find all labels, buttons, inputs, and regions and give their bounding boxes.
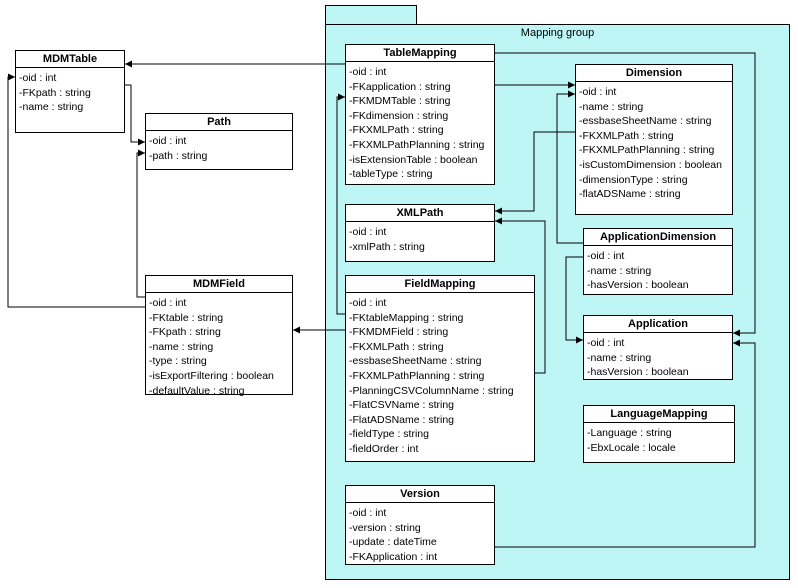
class-attribute: -path : string bbox=[149, 149, 208, 162]
class-attribute: -tableType : string bbox=[349, 168, 433, 181]
class-attribute: -essbaseSheetName : string bbox=[579, 115, 712, 128]
class-attribute: -name : string bbox=[579, 100, 644, 113]
class-attribute: -FKXMLPath : string bbox=[349, 124, 444, 137]
class-attributes: -oid : int -FKtable : string -FKpath : str… bbox=[146, 293, 292, 398]
class-attribute: -oid : int bbox=[349, 297, 387, 309]
relationship-mdmfield-to-path bbox=[136, 149, 145, 298]
class-attribute: -name : string bbox=[587, 264, 652, 277]
class-attribute: -defaultValue : string bbox=[149, 384, 245, 397]
class-attribute: -FKApplication : int bbox=[349, 550, 438, 563]
class-attribute: -FlatADSName : string bbox=[349, 413, 455, 426]
class-box-path: Path -oid : int -path : string bbox=[145, 113, 293, 170]
class-attribute: -fieldOrder : int bbox=[349, 442, 419, 455]
class-attributes: -oid : int -name : string -hasVersion : bo… bbox=[584, 333, 732, 380]
class-attribute: -isCustomDimension : boolean bbox=[579, 158, 722, 171]
class-attribute: -Language : string bbox=[587, 427, 672, 439]
class-box-languagemapping: LanguageMapping -Language : string -EbxLo… bbox=[583, 405, 735, 463]
class-box-application: Application -oid : int -name : string -has… bbox=[583, 315, 733, 380]
class-attributes: -oid : int -name : string -essbaseSheetNam… bbox=[576, 82, 732, 202]
class-attribute: -oid : int bbox=[587, 250, 625, 262]
class-attribute: -hasVersion : boolean bbox=[587, 366, 689, 379]
class-attributes: -oid : int -name : string -hasVersion : bo… bbox=[584, 246, 732, 293]
class-attribute: -name : string bbox=[19, 101, 84, 114]
class-title: FieldMapping bbox=[346, 276, 534, 293]
class-attribute: -update : dateTime bbox=[349, 536, 437, 549]
class-box-fieldmapping: FieldMapping -oid : int -FKtableMapping :… bbox=[345, 275, 535, 462]
class-attribute: -version : string bbox=[349, 521, 421, 534]
relationship-mdmtable-to-path bbox=[125, 84, 145, 146]
class-title: XMLPath bbox=[346, 205, 494, 222]
class-attribute: -oid : int bbox=[587, 337, 625, 349]
class-attribute: -FKMDMField : string bbox=[349, 326, 449, 339]
class-box-version: Version -oid : int -version : string -upda… bbox=[345, 485, 495, 565]
class-attribute: -oid : int bbox=[579, 86, 617, 98]
class-attributes: -Language : string -EbxLocale : locale bbox=[584, 423, 734, 455]
class-attribute: -FKdimension : string bbox=[349, 109, 449, 122]
class-attributes: -oid : int -xmlPath : string bbox=[346, 222, 494, 254]
class-attribute: -FKXMLPathPlanning : string bbox=[349, 138, 485, 151]
class-attribute: -FKtable : string bbox=[149, 311, 224, 324]
class-attribute: -FKXMLPath : string bbox=[579, 129, 674, 142]
class-attribute: -oid : int bbox=[19, 72, 57, 84]
class-title: Version bbox=[346, 486, 494, 503]
class-box-tablemapping: TableMapping -oid : int -FKapplication : … bbox=[345, 44, 495, 185]
class-attribute: -isExtensionTable : boolean bbox=[349, 153, 478, 166]
class-attribute: -FKXMLPathPlanning : string bbox=[349, 369, 485, 382]
class-box-xmlpath: XMLPath -oid : int -xmlPath : string bbox=[345, 204, 495, 262]
class-title: TableMapping bbox=[346, 45, 494, 62]
class-attribute: -FKapplication : string bbox=[349, 80, 451, 93]
class-attribute: -hasVersion : boolean bbox=[587, 279, 689, 292]
class-attribute: -fieldType : string bbox=[349, 428, 429, 441]
class-attributes: -oid : int -path : string bbox=[146, 131, 292, 163]
package-title: Mapping group bbox=[520, 27, 595, 39]
class-title: MDMTable bbox=[16, 51, 124, 68]
class-attribute: -oid : int bbox=[349, 66, 387, 78]
class-title: MDMField bbox=[146, 276, 292, 293]
class-attributes: -oid : int -FKtableMapping : string -FKMDM… bbox=[346, 293, 534, 457]
class-box-mdmfield: MDMField -oid : int -FKtable : string -FKp… bbox=[145, 275, 293, 398]
class-box-mdmtable: MDMTable -oid : int -FKpath : string -name… bbox=[15, 50, 125, 133]
class-attribute: -FKXMLPathPlanning : string bbox=[579, 144, 715, 157]
class-title: LanguageMapping bbox=[584, 406, 734, 423]
class-title: Application bbox=[584, 316, 732, 333]
class-attribute: -dimensionType : string bbox=[579, 173, 688, 186]
class-attribute: -essbaseSheetName : string bbox=[349, 355, 482, 368]
class-attribute: -FKpath : string bbox=[149, 326, 221, 339]
class-attribute: -type : string bbox=[149, 355, 207, 368]
class-attribute: -PlanningCSVColumnName : string bbox=[349, 384, 514, 397]
class-attributes: -oid : int -version : string -update : dat… bbox=[346, 503, 494, 564]
class-attribute: -FKXMLPath : string bbox=[349, 340, 444, 353]
class-title: Dimension bbox=[576, 65, 732, 82]
class-attribute: -FKtableMapping : string bbox=[349, 311, 464, 324]
class-box-dimension: Dimension -oid : int -name : string -essba… bbox=[575, 64, 733, 215]
package-tab bbox=[325, 5, 417, 25]
class-attribute: -FlatCSVName : string bbox=[349, 399, 455, 412]
class-title: ApplicationDimension bbox=[584, 229, 732, 246]
class-attribute: -name : string bbox=[149, 340, 214, 353]
class-attribute: -oid : int bbox=[349, 226, 387, 238]
class-attribute: -FKMDMTable : string bbox=[349, 95, 451, 108]
class-attribute: -name : string bbox=[587, 351, 652, 364]
class-attribute: -FKpath : string bbox=[19, 86, 91, 99]
class-attribute: -oid : int bbox=[149, 297, 187, 309]
class-attribute: -flatADSName : string bbox=[579, 188, 681, 201]
class-box-applicationdimension: ApplicationDimension -oid : int -name : s… bbox=[583, 228, 733, 295]
class-attribute: -oid : int bbox=[349, 507, 387, 519]
class-attribute: -oid : int bbox=[149, 135, 187, 147]
class-attribute: -xmlPath : string bbox=[349, 240, 425, 253]
class-attribute: -EbxLocale : locale bbox=[587, 441, 676, 454]
class-title: Path bbox=[146, 114, 292, 131]
class-attributes: -oid : int -FKapplication : string -FKMDMT… bbox=[346, 62, 494, 182]
class-attribute: -isExportFiltering : boolean bbox=[149, 369, 274, 382]
class-attributes: -oid : int -FKpath : string -name : string bbox=[16, 68, 124, 115]
